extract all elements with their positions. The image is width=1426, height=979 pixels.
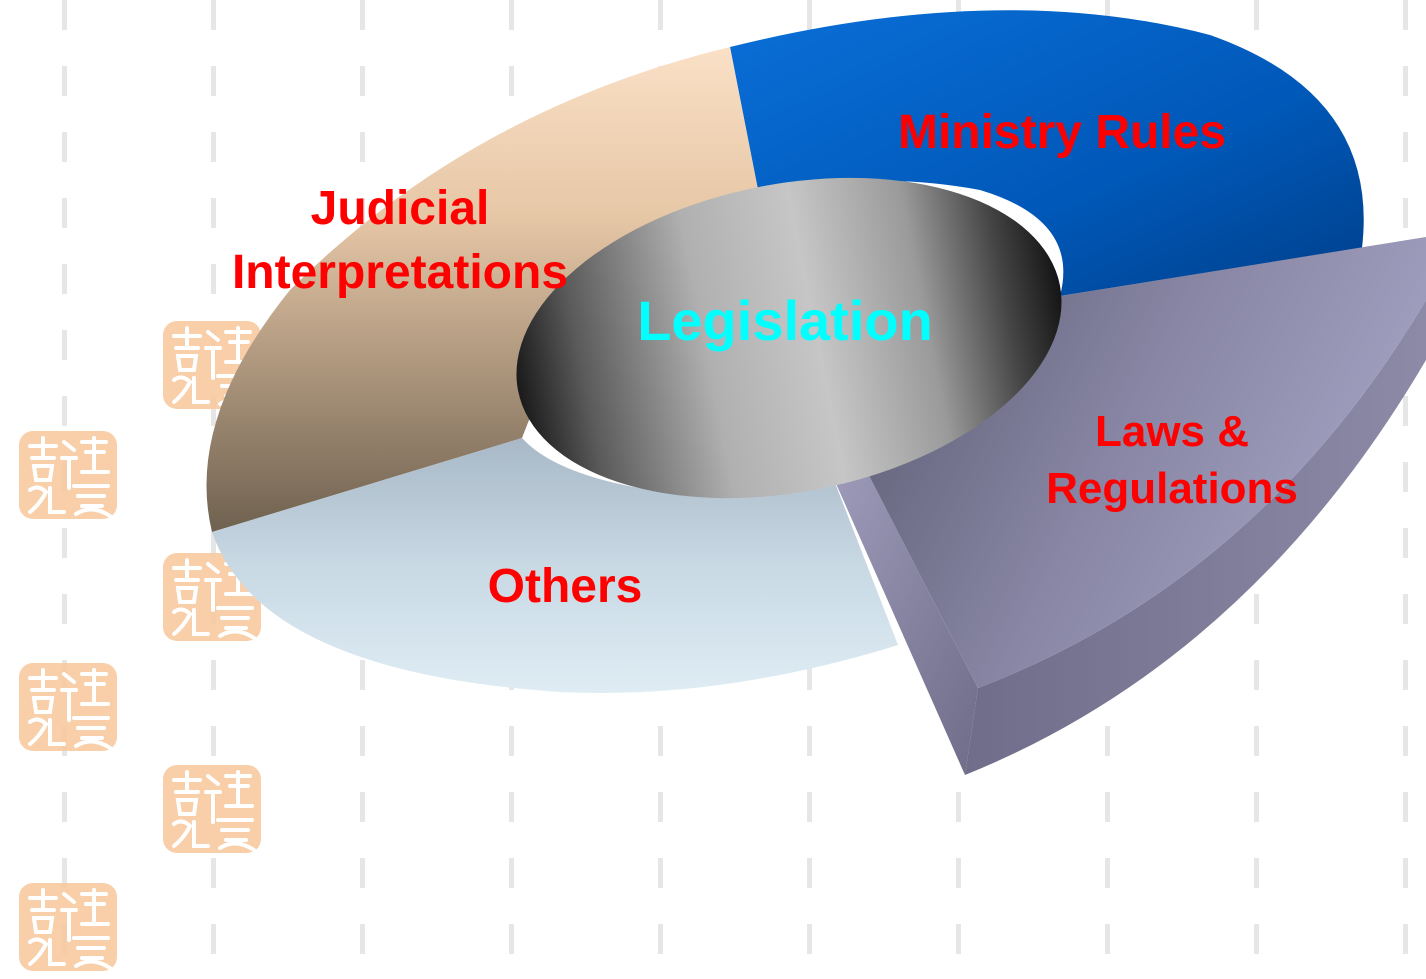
segment-others	[212, 438, 898, 694]
segment-laws-regulations-front	[965, 300, 1426, 775]
label-laws-line2: Regulations	[1046, 464, 1298, 513]
background-dash	[1254, 660, 1259, 690]
label-judicial-line1: Judicial	[311, 182, 490, 235]
background-dash	[62, 264, 67, 294]
background-dash	[509, 0, 514, 30]
background-dash	[360, 858, 365, 888]
background-dash	[62, 330, 67, 360]
segment-laws-regulations-side	[830, 462, 978, 775]
background-dash	[62, 198, 67, 228]
background-dash	[360, 0, 365, 30]
background-dash	[1105, 924, 1110, 954]
background-dash	[360, 924, 365, 954]
background-dash	[509, 792, 514, 822]
background-dash	[1403, 726, 1408, 756]
background-dash	[62, 132, 67, 162]
background-dash	[360, 792, 365, 822]
background-dash	[1403, 924, 1408, 954]
background-dash	[1254, 792, 1259, 822]
background-dash	[807, 660, 812, 690]
background-dash	[1105, 858, 1110, 888]
background-dash	[1403, 0, 1408, 30]
background-dash	[509, 924, 514, 954]
background-dash	[1254, 858, 1259, 888]
seal-stamp-icon	[16, 428, 120, 522]
background-dash	[211, 264, 216, 294]
center-ellipse	[516, 177, 1062, 499]
background-dash	[1403, 198, 1408, 228]
seal-stamp-icon	[16, 660, 120, 754]
background-dash	[360, 198, 365, 228]
background-dash	[211, 132, 216, 162]
background-dash	[807, 792, 812, 822]
background-dash	[211, 198, 216, 228]
background-dash	[509, 66, 514, 96]
background-dash	[658, 792, 663, 822]
background-dash	[62, 66, 67, 96]
background-dash	[658, 858, 663, 888]
background-dash	[211, 528, 216, 558]
background-dash	[509, 726, 514, 756]
background-dash	[211, 396, 216, 426]
background-dash	[62, 858, 67, 888]
seal-stamp-icon	[16, 880, 120, 974]
background-dash	[62, 0, 67, 30]
background-dash	[956, 924, 961, 954]
background-dash	[360, 66, 365, 96]
background-dash	[1105, 726, 1110, 756]
background-dash	[1105, 0, 1110, 30]
label-ministry-rules: Ministry Rules	[898, 106, 1226, 159]
background-dash	[1403, 528, 1408, 558]
background-dash	[807, 726, 812, 756]
background-dash	[509, 858, 514, 888]
label-laws-line1: Laws &	[1095, 407, 1249, 456]
background-dash	[1403, 858, 1408, 888]
center-label: Legislation	[637, 289, 933, 352]
background-dash	[62, 594, 67, 624]
segment-laws-regulations	[862, 237, 1426, 688]
background-dash	[1403, 396, 1408, 426]
background-dash	[360, 660, 365, 690]
background-dash	[211, 858, 216, 888]
background-dash	[62, 396, 67, 426]
background-dash	[211, 66, 216, 96]
background-dash	[1403, 66, 1408, 96]
background-dash	[807, 0, 812, 30]
background-dash	[956, 858, 961, 888]
background-dash	[1254, 726, 1259, 756]
background-dash	[658, 726, 663, 756]
background-dash	[1403, 660, 1408, 690]
background-dash	[1403, 132, 1408, 162]
background-dash	[360, 726, 365, 756]
segment-ministry-rules	[730, 10, 1364, 296]
background-dash	[1105, 792, 1110, 822]
background-dash	[62, 528, 67, 558]
background-dash	[1403, 594, 1408, 624]
background-dash	[658, 0, 663, 30]
background-dash	[658, 924, 663, 954]
background-dash	[211, 660, 216, 690]
background-dash	[956, 792, 961, 822]
background-dash	[211, 924, 216, 954]
background-dash	[1254, 594, 1259, 624]
background-dash	[807, 858, 812, 888]
background-dash	[1403, 462, 1408, 492]
background-dash	[1403, 792, 1408, 822]
background-dash	[62, 792, 67, 822]
segment-judicial-interpretations	[206, 47, 760, 532]
background-dash	[1254, 924, 1259, 954]
background-dash	[1254, 0, 1259, 30]
label-others: Others	[488, 560, 643, 613]
label-judicial-line2: Interpretations	[232, 246, 568, 299]
background-dash	[360, 132, 365, 162]
background-dash	[807, 924, 812, 954]
background-dash	[211, 0, 216, 30]
background-dash	[211, 726, 216, 756]
seal-stamp-icon	[160, 762, 264, 856]
